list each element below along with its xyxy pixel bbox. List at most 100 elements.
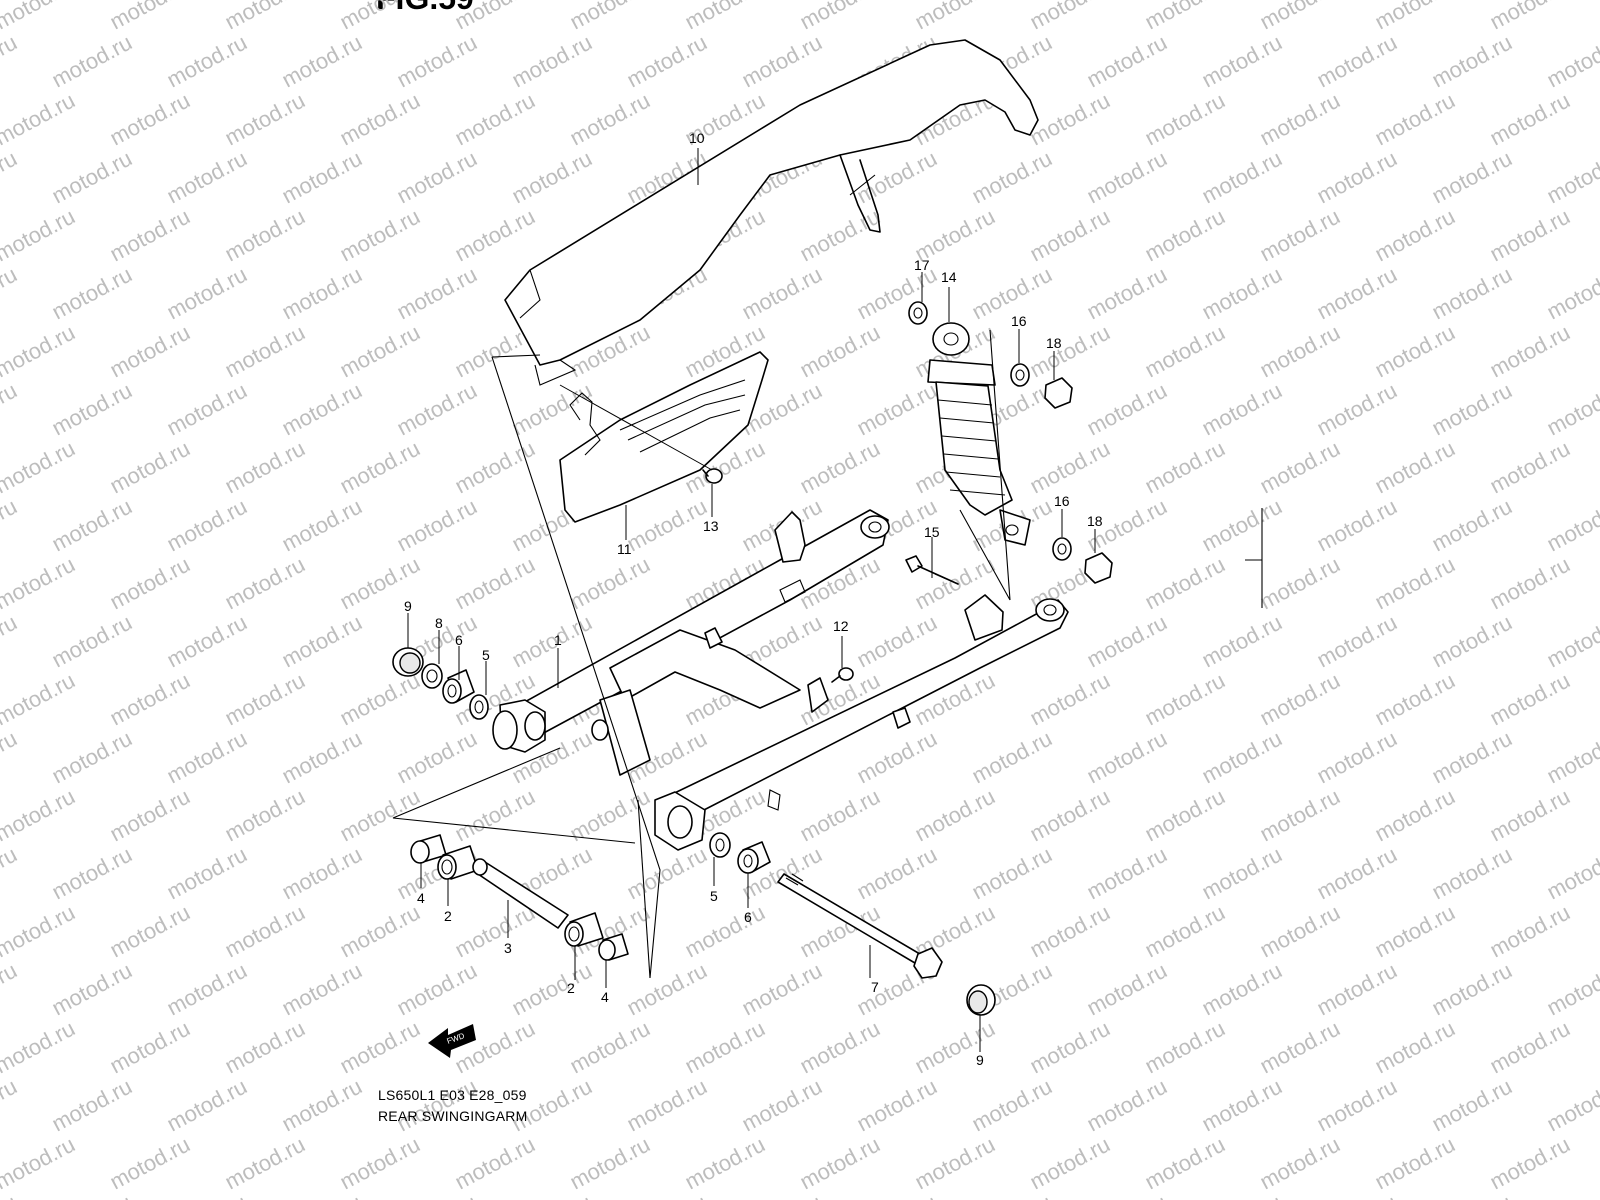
watermark-text: motod.ru [566, 552, 654, 615]
watermark-text: motod.ru [1083, 262, 1171, 325]
watermark-text: motod.ru [336, 320, 424, 383]
watermark-text: motod.ru [968, 1190, 1056, 1200]
watermark-text: motod.ru [1371, 1016, 1459, 1079]
watermark-text: motod.ru [1486, 320, 1574, 383]
watermark-text: motod.ru [1256, 784, 1344, 847]
watermark-text: motod.ru [451, 204, 539, 267]
watermark-text: motod.ru [1371, 900, 1459, 963]
watermark-text: motod.ru [1428, 726, 1516, 789]
watermark-text: motod.ru [1371, 552, 1459, 615]
watermark-text: motod.ru [623, 1190, 711, 1200]
watermark-text: motod.ru [1428, 610, 1516, 673]
watermark-text: motod.ru [393, 726, 481, 789]
watermark-text: motod.ru [1543, 726, 1600, 789]
watermark-text: motod.ru [1198, 842, 1286, 905]
watermark-text: motod.ru [106, 88, 194, 151]
watermark-text: motod.ru [1543, 842, 1600, 905]
watermark-text: motod.ru [1256, 668, 1344, 731]
watermark-text: motod.ru [278, 494, 366, 557]
callout-1: 1 [554, 632, 562, 648]
rear-shock-absorber [927, 322, 1031, 546]
callout-2-right: 2 [567, 980, 575, 996]
watermark-text: motod.ru [163, 726, 251, 789]
watermark-text: motod.ru [0, 494, 21, 557]
callout-7: 7 [871, 979, 879, 995]
chain-case-lower-cover [559, 351, 769, 523]
watermark-text: motod.ru [1083, 378, 1171, 441]
watermark-text: motod.ru [508, 30, 596, 93]
watermark-text: motod.ru [451, 552, 539, 615]
watermark-text: motod.ru [738, 1190, 826, 1200]
watermark-text: motod.ru [1428, 30, 1516, 93]
watermark-text: motod.ru [1026, 784, 1114, 847]
watermark-text: motod.ru [1198, 378, 1286, 441]
watermark-text: motod.ru [221, 320, 309, 383]
watermark-text: motod.ru [106, 668, 194, 731]
watermark-text: motod.ru [508, 1074, 596, 1137]
watermark-text: motod.ru [623, 494, 711, 557]
watermark-text: motod.ru [1486, 668, 1574, 731]
watermark-text: motod.ru [1543, 958, 1600, 1021]
watermark-text: motod.ru [1198, 30, 1286, 93]
watermark-text: motod.ru [393, 1190, 481, 1200]
watermark-text: motod.ru [738, 958, 826, 1021]
watermark-text: motod.ru [1371, 320, 1459, 383]
watermark-text: motod.ru [1141, 784, 1229, 847]
watermark-text: motod.ru [796, 0, 884, 34]
watermark-text: motod.ru [0, 726, 21, 789]
watermark-text: motod.ru [1543, 1074, 1600, 1137]
watermark-text: motod.ru [1026, 0, 1114, 34]
watermark-text: motod.ru [566, 0, 654, 34]
callout-14: 14 [941, 269, 957, 285]
watermark-text: motod.ru [106, 552, 194, 615]
watermark-text: motod.ru [48, 958, 136, 1021]
watermark-text: motod.ru [853, 842, 941, 905]
watermark-text: motod.ru [1083, 146, 1171, 209]
watermark-text: motod.ru [0, 378, 21, 441]
watermark-text: motod.ru [163, 1074, 251, 1137]
watermark-text: motod.ru [106, 784, 194, 847]
watermark-text: motod.ru [1313, 1190, 1401, 1200]
watermark-text: motod.ru [911, 0, 999, 34]
washer-5-right [709, 832, 731, 858]
watermark-text: motod.ru [1313, 610, 1401, 673]
watermark-text: motod.ru [1313, 958, 1401, 1021]
washer-8 [421, 663, 443, 689]
watermark-text: motod.ru [508, 958, 596, 1021]
watermark-text: motod.ru [393, 378, 481, 441]
watermark-text: motod.ru [1313, 726, 1401, 789]
watermark-text: motod.ru [1026, 900, 1114, 963]
watermark-text: motod.ru [48, 842, 136, 905]
watermark-text: motod.ru [1428, 146, 1516, 209]
watermark-text: motod.ru [336, 436, 424, 499]
watermark-text: motod.ru [1543, 494, 1600, 557]
watermark-text: motod.ru [1486, 1016, 1574, 1079]
watermark-text: motod.ru [1141, 88, 1229, 151]
watermark-text: motod.ru [48, 146, 136, 209]
callout-2-left: 2 [444, 908, 452, 924]
watermark-text: motod.ru [1141, 436, 1229, 499]
watermark-text: motod.ru [163, 1190, 251, 1200]
watermark-text: motod.ru [0, 610, 21, 673]
watermark-text: motod.ru [1543, 30, 1600, 93]
watermark-text: motod.ru [1486, 436, 1574, 499]
watermark-text: motod.ru [1256, 88, 1344, 151]
watermark-text: motod.ru [393, 146, 481, 209]
watermark-text: motod.ru [1083, 30, 1171, 93]
watermark-text: motod.ru [163, 958, 251, 1021]
fwd-arrow-icon: FWD [428, 1024, 476, 1058]
watermark-text: motod.ru [0, 842, 21, 905]
watermark-text: motod.ru [681, 1016, 769, 1079]
watermark-text: motod.ru [1026, 436, 1114, 499]
watermark-text: motod.ru [796, 436, 884, 499]
spacer-6-right [737, 841, 771, 874]
watermark-text: motod.ru [1141, 0, 1229, 34]
callout-11: 11 [617, 541, 632, 557]
watermark-text: motod.ru [1198, 726, 1286, 789]
watermark-text: motod.ru [0, 784, 79, 847]
watermark-text: motod.ru [0, 1190, 21, 1200]
watermark-text: motod.ru [1198, 494, 1286, 557]
watermark-text: motod.ru [278, 1190, 366, 1200]
watermark-text: motod.ru [451, 784, 539, 847]
watermark-text: motod.ru [393, 1074, 481, 1137]
